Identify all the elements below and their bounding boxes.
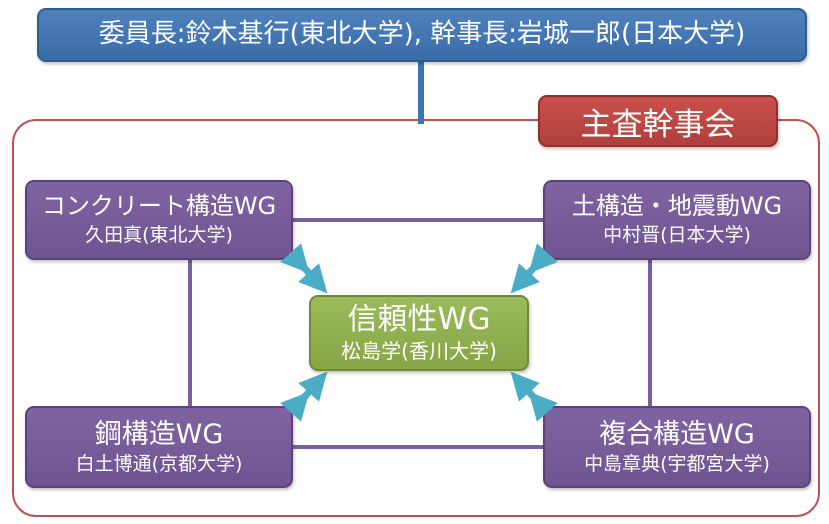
arrow-concrete-reliability [280, 243, 328, 294]
wg-soil: 土構造・地震動WG 中村晋(日本大学) [543, 180, 811, 260]
header-connector [418, 62, 424, 124]
wg-composite-title: 複合構造WG [599, 418, 755, 450]
wg-steel-person: 白土博通(京都大学) [75, 452, 243, 475]
steering-committee-frame [12, 119, 820, 517]
wg-steel-title: 鋼構造WG [94, 418, 224, 450]
arrow-composite-reliability [510, 371, 558, 422]
connector-top [290, 218, 546, 222]
connector-right [648, 258, 652, 408]
wg-composite: 複合構造WG 中島章典(宇都宮大学) [543, 406, 811, 488]
connector-bottom [290, 445, 546, 449]
arrow-soil-reliability [510, 243, 558, 294]
connector-left [188, 258, 192, 408]
wg-reliability-person: 松島学(香川大学) [341, 339, 497, 364]
wg-concrete-title: コンクリート構造WG [41, 192, 277, 221]
wg-soil-person: 中村晋(日本大学) [603, 223, 751, 246]
wg-reliability-title: 信頼性WG [347, 301, 491, 337]
wg-steel: 鋼構造WG 白土博通(京都大学) [25, 406, 293, 488]
arrow-steel-reliability [280, 371, 328, 422]
chair-header: 委員長:鈴木基行(東北大学), 幹事長:岩城一郎(日本大学) [37, 8, 807, 62]
wg-composite-person: 中島章典(宇都宮大学) [584, 452, 770, 475]
wg-soil-title: 土構造・地震動WG [571, 192, 783, 221]
wg-concrete-person: 久田真(東北大学) [85, 223, 233, 246]
chair-header-text: 委員長:鈴木基行(東北大学), 幹事長:岩城一郎(日本大学) [98, 19, 746, 50]
wg-reliability: 信頼性WG 松島学(香川大学) [309, 295, 529, 371]
wg-concrete: コンクリート構造WG 久田真(東北大学) [25, 180, 293, 260]
steering-committee-label: 主査幹事会 [538, 95, 778, 147]
